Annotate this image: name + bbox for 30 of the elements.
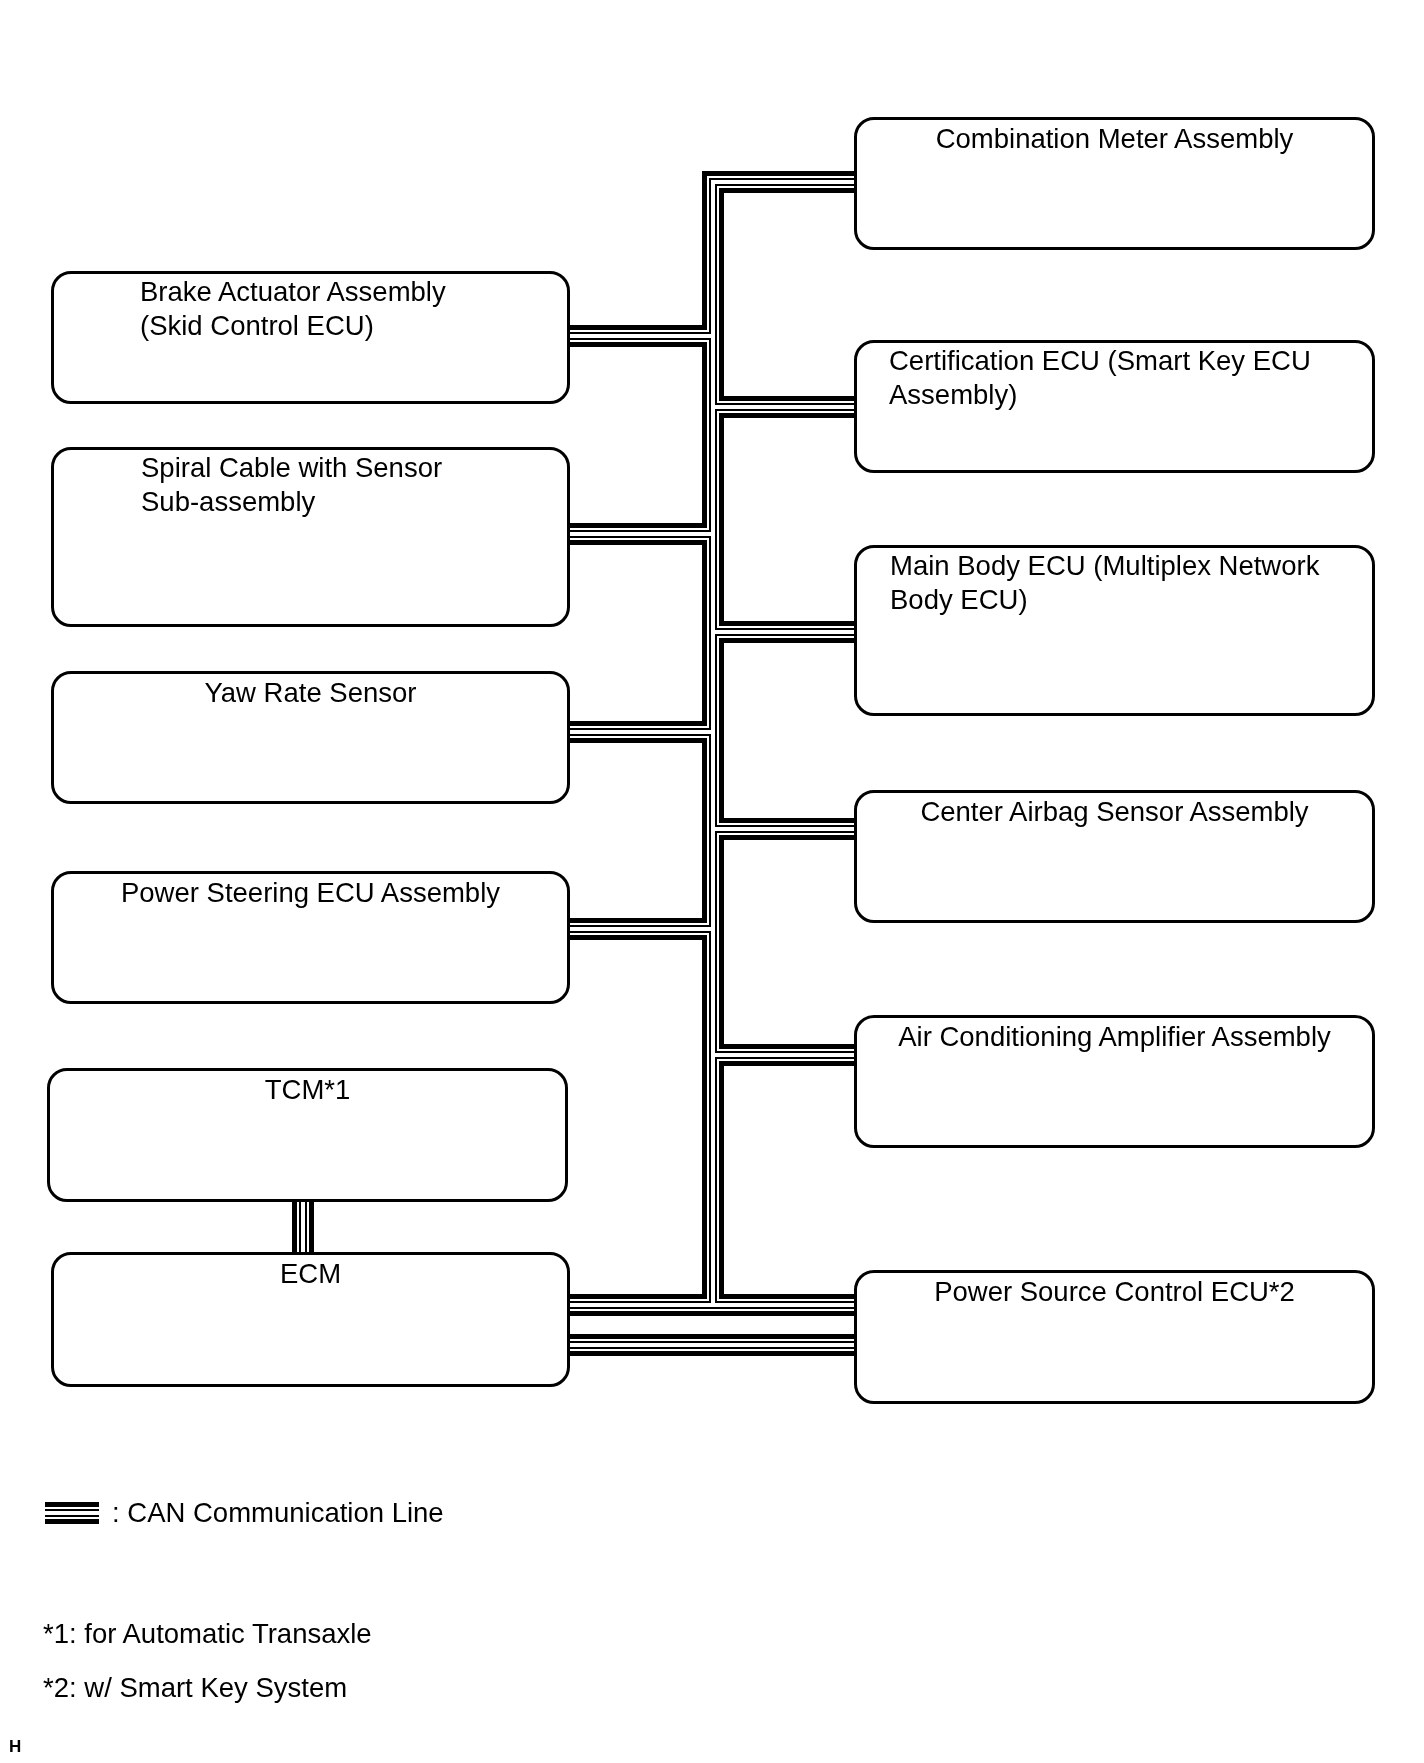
component-box (854, 1015, 1375, 1148)
component-box (51, 271, 570, 404)
component-box (51, 871, 570, 1004)
component-label: Spiral Cable with Sensor Sub-assembly (141, 451, 444, 519)
component-box (51, 1252, 570, 1387)
component-box (47, 1068, 568, 1202)
component-label: Air Conditioning Amplifier Assembly (898, 1020, 1331, 1054)
component-label: Power Source Control ECU*2 (934, 1275, 1295, 1309)
component-label: Brake Actuator Assembly (Skid Control ECU) (140, 275, 447, 343)
component-label: Certification ECU (Smart Key ECU Assembly) (889, 344, 1312, 412)
can-line (292, 1202, 314, 1252)
component-label: ECM (279, 1257, 342, 1291)
component-box (854, 545, 1375, 716)
component-label: Yaw Rate Sensor (204, 676, 417, 710)
component-box (854, 790, 1375, 923)
component-label: Main Body ECU (Multiplex Network Body ECU) (890, 549, 1321, 617)
component-label: Power Steering ECU Assembly (120, 876, 500, 910)
footnote-text: *1: for Automatic Transaxle (43, 1617, 372, 1651)
footnote-text: *2: w/ Smart Key System (43, 1671, 348, 1705)
component-box (51, 671, 570, 804)
legend-text: : CAN Communication Line (112, 1496, 444, 1530)
can-line (570, 1334, 854, 1356)
component-label: TCM*1 (264, 1073, 351, 1107)
component-box (854, 1270, 1375, 1404)
component-box (854, 117, 1375, 250)
component-label: Combination Meter Assembly (935, 122, 1294, 156)
figure-code-text: H (9, 1737, 22, 1757)
component-box (854, 340, 1375, 473)
component-label: Center Airbag Sensor Assembly (920, 795, 1309, 829)
component-box (51, 447, 570, 627)
